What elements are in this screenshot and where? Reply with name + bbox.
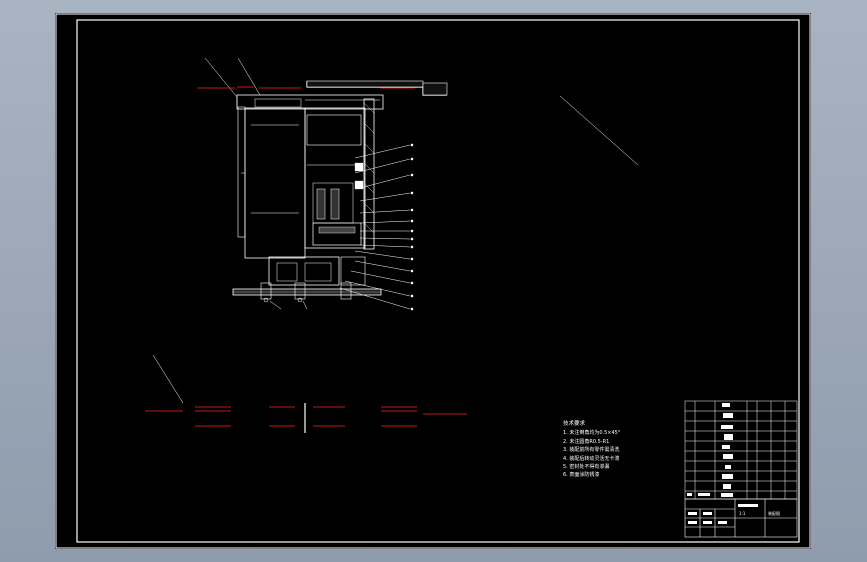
note-line: 2. 未注圆角R0.5-R1: [563, 438, 610, 445]
assembly-section-view: [232, 80, 448, 303]
parts-list-table: [684, 400, 798, 500]
note-line: 1. 未注倒角均为0.5×45°: [563, 430, 621, 437]
dimension-lines: [145, 86, 467, 427]
note-line: 6. 表面涂防锈漆: [563, 472, 600, 479]
inner-border: [76, 19, 800, 543]
drawing-sheet: [55, 13, 811, 549]
title-block-drawing-name: 装配图: [768, 511, 780, 516]
notes-title: 技术要求: [563, 421, 586, 427]
title-block-scale: 1:1: [739, 511, 746, 516]
title-block: [684, 498, 798, 538]
note-line: 4. 装配后转动灵活无卡滞: [563, 455, 620, 462]
drawing-viewport[interactable]: 技术要求 1. 未注倒角均为0.5×45° 2. 未注圆角R0.5-R1 3. …: [55, 13, 811, 549]
part-leaders-left: [152, 57, 639, 404]
outer-border: [55, 13, 811, 549]
note-line: 3. 装配前所有零件需清洗: [563, 447, 620, 454]
part-leaders-right: [339, 143, 414, 311]
note-line: 5. 密封处不得有渗漏: [563, 464, 610, 471]
technical-requirements: 技术要求 1. 未注倒角均为0.5×45° 2. 未注圆角R0.5-R1 3. …: [563, 420, 683, 480]
